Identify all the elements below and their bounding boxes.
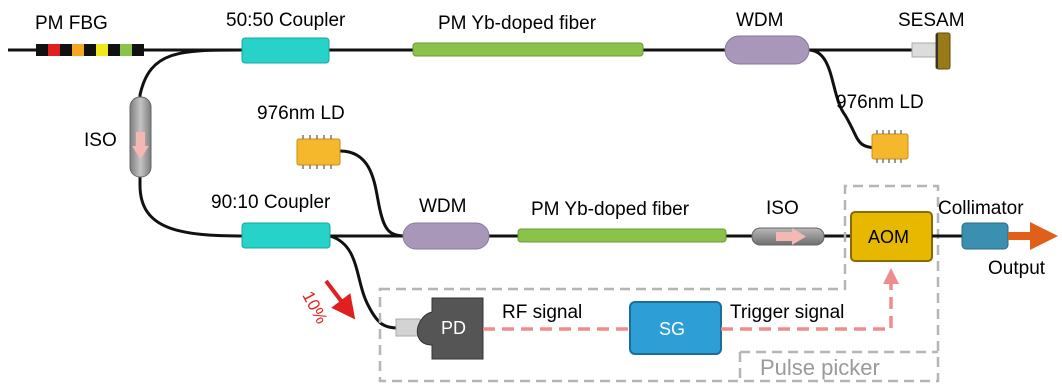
ld-right-pins: [876, 130, 902, 163]
wdm-bottom: [402, 222, 490, 250]
sg-label: SG: [659, 319, 685, 339]
fbg-stripe: [60, 44, 72, 56]
fbg-stripe: [48, 44, 60, 56]
wdm-bottom-label: WDM: [419, 196, 466, 217]
trigger-signal-line: [721, 282, 893, 331]
collimator-label: Collimator: [938, 198, 1024, 219]
pd-label: PD: [441, 318, 466, 338]
ld-right: [871, 130, 909, 163]
fbg-stripe: [132, 44, 144, 56]
ld-mid: [296, 135, 341, 169]
sesam-label: SESAM: [898, 10, 965, 31]
collimator: [961, 222, 1009, 250]
pd: [395, 297, 484, 360]
loop-left-fiber: [138, 48, 246, 238]
ld-right-label: 976nm LD: [836, 92, 924, 113]
ld-right-body: [871, 133, 909, 160]
sesam-holder: [911, 42, 937, 58]
ld-mid-pins: [302, 135, 332, 169]
iso-bottom-arrow-icon: [776, 228, 806, 245]
pm-yb-fiber-top: [412, 42, 644, 57]
pulse-picker-label: Pulse picker: [760, 355, 880, 380]
pulse-picker-box: [378, 184, 940, 383]
ten-percent-label: 10%: [298, 288, 331, 327]
ld-mid-label: 976nm LD: [257, 103, 345, 124]
ten-percent-arrow-icon: [324, 279, 356, 320]
iso-bottom: [751, 227, 825, 246]
fbg-stripe: [72, 44, 84, 56]
rf-signal-label: RF signal: [502, 302, 582, 323]
pulse-picker-label-box: [738, 350, 938, 381]
fbg-stripe: [120, 44, 132, 56]
pd-body: [416, 297, 484, 360]
wdm-top-to-ld-fiber: [807, 48, 881, 150]
pm-yb-fiber-top-label: PM Yb-doped fiber: [438, 13, 597, 34]
ld-mid-to-wdm-fiber: [339, 149, 409, 238]
sesam-mirror: [935, 32, 951, 70]
pd-connector: [395, 318, 421, 337]
coupler-9010: [241, 222, 331, 249]
fbg-stripe: [36, 44, 48, 56]
pm-yb-fiber-bottom: [517, 228, 727, 243]
pm-yb-fiber-bottom-label: PM Yb-doped fiber: [531, 199, 690, 220]
iso-vertical-arrow-icon: [132, 132, 149, 159]
output-arrow-icon: [1008, 222, 1058, 250]
coupler-5050-label: 50:50 Coupler: [226, 10, 346, 31]
fbg-stripe: [108, 44, 120, 56]
ld-mid-body: [296, 138, 341, 166]
iso-bottom-label: ISO: [766, 198, 799, 219]
fbg-stripe: [96, 44, 108, 56]
trigger-arrow-icon: [883, 268, 899, 284]
trigger-signal-label: Trigger signal: [730, 302, 844, 323]
fiber-paths: [8, 48, 912, 330]
sesam: [911, 32, 951, 70]
coupler-5050: [241, 37, 330, 64]
aom-label: AOM: [868, 227, 909, 247]
output-label: Output: [988, 258, 1046, 279]
iso-left-label: ISO: [84, 130, 117, 151]
pm-fbg: [36, 44, 144, 56]
iso-vertical: [129, 96, 152, 178]
pm-fbg-label: PM FBG: [35, 13, 108, 34]
wdm-top-label: WDM: [736, 10, 783, 31]
wdm-top: [724, 35, 810, 65]
coupler-9010-label: 90:10 Coupler: [211, 192, 331, 213]
fbg-stripe: [84, 44, 96, 56]
ten-percent-tap-fiber: [329, 234, 399, 330]
